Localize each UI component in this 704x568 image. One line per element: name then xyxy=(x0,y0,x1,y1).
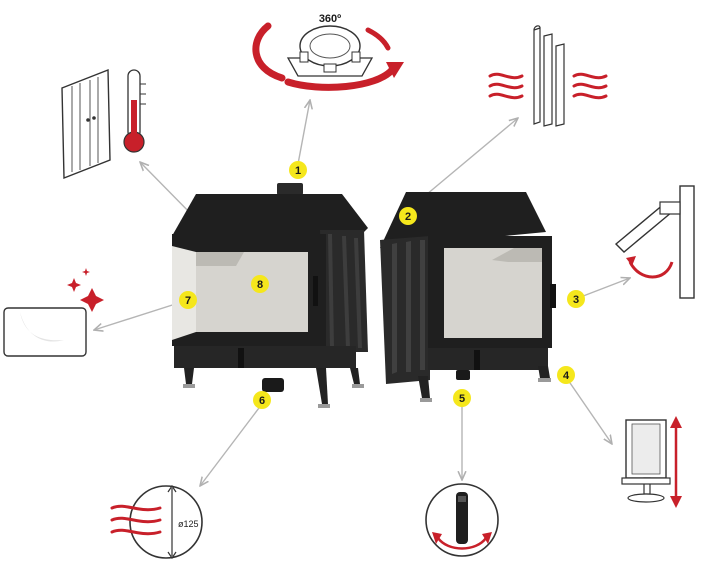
svg-text:2: 2 xyxy=(405,211,411,223)
leader-4 xyxy=(567,379,612,444)
badge-3: 3 xyxy=(567,290,585,308)
badge-5: 5 xyxy=(453,389,471,407)
sparkle-icon xyxy=(67,268,104,312)
badge-2: 2 xyxy=(399,207,417,225)
adjustable-feet-icon xyxy=(621,416,682,508)
svg-text:1: 1 xyxy=(295,165,301,177)
svg-text:4: 4 xyxy=(563,370,570,382)
duct-diameter-label: ø125 xyxy=(178,519,199,529)
svg-text:8: 8 xyxy=(257,279,263,291)
fireplace-right-view xyxy=(380,192,556,402)
fireplace-left-view xyxy=(172,183,368,408)
svg-text:3: 3 xyxy=(573,294,579,306)
badge-8: 8 xyxy=(251,275,269,293)
thermometer-icon xyxy=(123,69,146,153)
clean-glass-icon xyxy=(3,268,104,357)
rotation-label: 360º xyxy=(319,13,341,25)
convection-ribs-icon xyxy=(488,25,608,127)
air-control-icon xyxy=(425,483,499,557)
leader-6 xyxy=(200,403,263,486)
badge-4: 4 xyxy=(557,366,575,384)
svg-text:6: 6 xyxy=(259,395,265,407)
door-hinge-icon xyxy=(614,185,695,299)
badge-6: 6 xyxy=(253,391,271,409)
leader-1 xyxy=(297,100,310,165)
svg-text:5: 5 xyxy=(459,393,465,405)
badge-7: 7 xyxy=(179,291,197,309)
badge-1: 1 xyxy=(289,161,307,179)
rotating-collar-icon: 360º xyxy=(252,13,404,91)
warm-door-icon xyxy=(61,68,146,180)
callout-badges: 1 2 3 4 5 6 7 8 xyxy=(179,161,585,409)
svg-text:7: 7 xyxy=(185,295,191,307)
external-air-duct-icon: ø125 xyxy=(110,484,203,560)
leader-3 xyxy=(577,278,630,299)
